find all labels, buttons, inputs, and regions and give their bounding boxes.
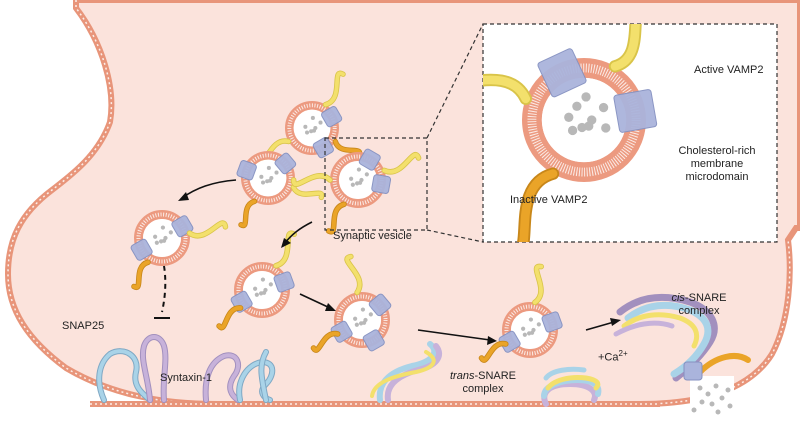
vesicle-fusing (478, 263, 563, 363)
trans-prefix: trans (449, 370, 475, 382)
inset-vesicle-microdomain (537, 48, 587, 98)
vesicle-trans-snare-microdomain (368, 293, 392, 317)
cholesterol-label-line3: microdomain (685, 171, 749, 183)
cis-snare-label-line2: complex (678, 305, 720, 317)
trans-snare-complex (370, 341, 443, 403)
inset-vesicle-neurotransmitters (564, 92, 611, 136)
arrow-to-fusion (417, 329, 491, 341)
calcium-base: +Ca (598, 351, 619, 364)
vesicle-trans-snare-microdomain (362, 329, 385, 352)
cis-snare-complex (613, 293, 751, 382)
syntaxin1-label: Syntaxin-1 (160, 372, 212, 384)
free-snare-proteins (96, 334, 276, 403)
vesicle-docking-microdomain (273, 271, 295, 293)
vesicle-fusing-neurotransmitters (521, 317, 541, 337)
vesicle-trans-snare (310, 253, 392, 353)
pathway-arrows (178, 179, 621, 345)
synaptic-vesicle-selected-microdomain (371, 174, 392, 194)
vesicle-trans-snare-neurotransmitters (353, 307, 373, 327)
cis-prefix: cis (671, 292, 685, 304)
vesicle-cluster-left-microdomain (274, 152, 297, 175)
inset-vesicle (483, 24, 658, 242)
vesicle-fusing-microdomain (541, 311, 563, 333)
vesicle-inactive-microdomain (130, 238, 153, 261)
cholesterol-label-line1: Cholesterol-rich (678, 145, 756, 157)
trans-snare-label-line1: trans-SNARE (448, 370, 518, 383)
vesicle-cluster-left (236, 151, 325, 229)
cis-suffix: -SNARE (684, 292, 727, 304)
synaptic-vesicle-selected (290, 148, 422, 235)
vesicle-docking (216, 230, 297, 331)
inset-vesicle-microdomain (613, 89, 658, 133)
calcium-label: +Ca2+ (598, 347, 628, 365)
released-neurotransmitter (691, 383, 733, 415)
arrow-to-cis (585, 321, 615, 331)
trans-snare-label: trans-SNARE complex (448, 370, 518, 396)
synaptic-vesicle-selected-neurotransmitters (349, 167, 369, 187)
synaptic-vesicle-selected-microdomain (358, 148, 381, 171)
vesicle-cluster-top-microdomain (321, 106, 343, 128)
vesicle-docking-neurotransmitters (253, 277, 273, 297)
zoom-selection-box (324, 137, 428, 231)
trans-snare-label-line2: complex (462, 383, 504, 395)
active-vamp2-label: Active VAMP2 (694, 64, 764, 76)
inset-zoomed-vesicle (483, 24, 658, 242)
vesicle-inactive-neurotransmitters (153, 225, 173, 245)
cis-snare-label: cis-SNARE complex (664, 292, 734, 318)
inhibition-indicator (154, 265, 170, 319)
synaptic-vesicle-label: Synaptic vesicle (333, 230, 412, 242)
inactive-vamp2-label: Inactive VAMP2 (510, 194, 588, 206)
cis-snare-label-line1: cis-SNARE (664, 292, 734, 305)
vesicle-cluster-left-neurotransmitters (259, 165, 279, 185)
vesicle-cluster-top-microdomain (312, 137, 334, 159)
vesicle-cluster-top-neurotransmitters (303, 115, 323, 135)
docked-snare-complex (541, 366, 602, 407)
vesicle-cluster-left-microdomain (236, 160, 257, 181)
vesicle-inactive (130, 209, 229, 291)
cholesterol-microdomain-label: Cholesterol-rich membrane microdomain (662, 145, 772, 184)
cholesterol-label-line2: membrane (690, 158, 744, 170)
vesicles-layer (130, 70, 563, 363)
arrow-to-trans (299, 293, 331, 309)
snap25-label: SNAP25 (62, 320, 105, 332)
calcium-superscript: 2+ (618, 349, 628, 358)
trans-suffix: -SNARE (474, 370, 517, 382)
